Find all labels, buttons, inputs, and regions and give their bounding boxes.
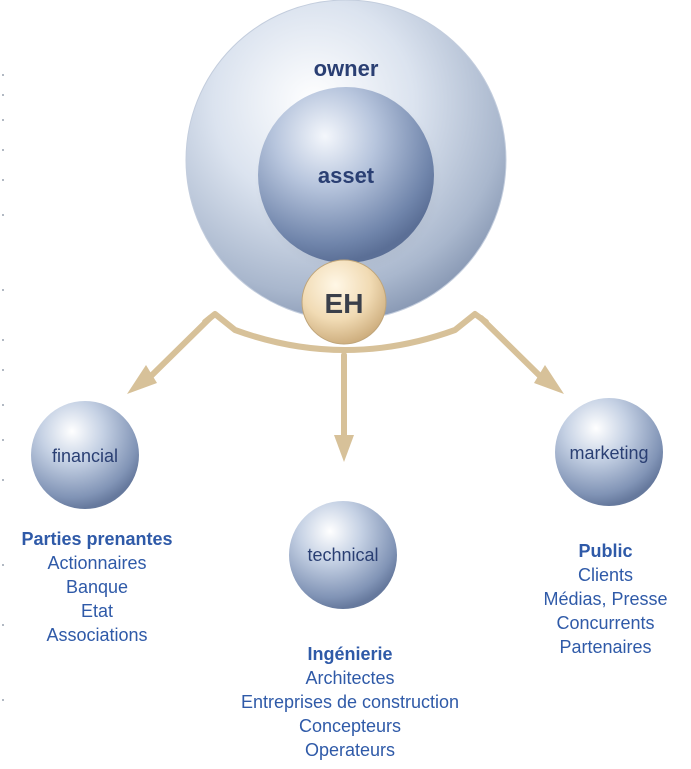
group-item: Clients xyxy=(577,565,634,585)
arrow-right-shaft xyxy=(478,315,544,380)
hub-label: EH xyxy=(325,288,364,319)
technical-node-label: technical xyxy=(307,545,378,565)
group-item: Actionnaires xyxy=(47,553,147,573)
arrow-left-head xyxy=(127,365,157,394)
group-item: Concurrents xyxy=(556,613,655,633)
financial-stakeholders: Parties prenantes Actionnaires Banque Et… xyxy=(2,527,192,647)
inner-sphere xyxy=(258,87,434,263)
group-item: Operateurs xyxy=(304,740,396,760)
marketing-node xyxy=(555,398,663,506)
group-item: Banque xyxy=(65,577,129,597)
marketing-node-label: marketing xyxy=(569,443,648,463)
group-item: Entreprises de construction xyxy=(240,692,460,712)
arrow-left-shaft xyxy=(147,315,213,380)
group-item: Partenaires xyxy=(559,637,652,657)
inner-sphere-label: asset xyxy=(318,163,375,188)
group-title: Public xyxy=(578,541,633,561)
group-title: Parties prenantes xyxy=(21,529,173,549)
group-item: Architectes xyxy=(305,668,395,688)
outer-sphere-label: owner xyxy=(314,56,379,81)
group-item: Concepteurs xyxy=(298,716,402,736)
financial-node-label: financial xyxy=(52,446,118,466)
group-title: Ingénierie xyxy=(307,644,393,664)
financial-node xyxy=(31,401,139,509)
arrow-right-head xyxy=(534,365,564,394)
group-item: Médias, Presse xyxy=(543,589,668,609)
marketing-stakeholders: Public Clients Médias, Presse Concurrent… xyxy=(520,539,691,659)
arrow-center-head xyxy=(334,435,354,462)
distribution-arrows xyxy=(147,311,544,443)
edge-artifacts xyxy=(2,74,4,701)
technical-node xyxy=(289,501,397,609)
arrow-band xyxy=(202,311,489,353)
group-item: Associations xyxy=(46,625,148,645)
group-item: Etat xyxy=(80,601,114,621)
hub-sphere xyxy=(301,259,387,345)
technical-stakeholders: Ingénierie Architectes Entreprises de co… xyxy=(190,642,510,762)
